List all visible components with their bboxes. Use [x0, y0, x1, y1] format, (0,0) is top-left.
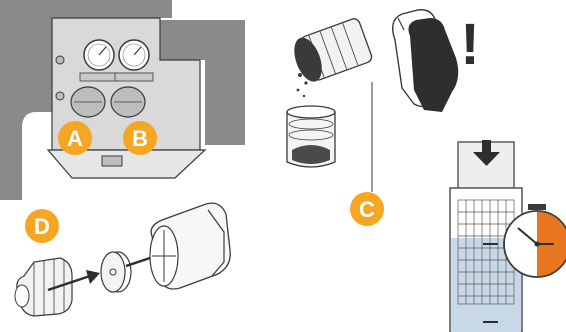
filter-disassembly: [14, 202, 231, 317]
step-badge-b: B: [123, 121, 157, 155]
filter-housing-cap: [149, 202, 231, 290]
timer-clock-icon: [503, 204, 566, 278]
warning-icon: !: [460, 12, 479, 77]
filter-cage: [14, 257, 73, 317]
step-label-c: C: [359, 197, 375, 222]
pressure-gauge-right: [114, 39, 154, 82]
filter-housing-a: [70, 86, 106, 118]
filter-housing-b: [110, 86, 146, 118]
warning-symbol: !: [460, 12, 479, 77]
step-label-b: B: [132, 126, 148, 151]
step-label-d: D: [34, 214, 50, 239]
step-badge-c: C: [350, 192, 384, 226]
machine-panel: [0, 0, 245, 200]
step-label-a: A: [67, 126, 83, 151]
waste-container: [286, 105, 336, 168]
protective-gloves-icon: [392, 9, 459, 112]
filter-disc: [100, 251, 132, 293]
filter-emptying: [286, 18, 373, 192]
pressure-gauge-left: [79, 39, 119, 82]
step-badge-a: A: [58, 121, 92, 155]
step-badge-d: D: [25, 209, 59, 243]
